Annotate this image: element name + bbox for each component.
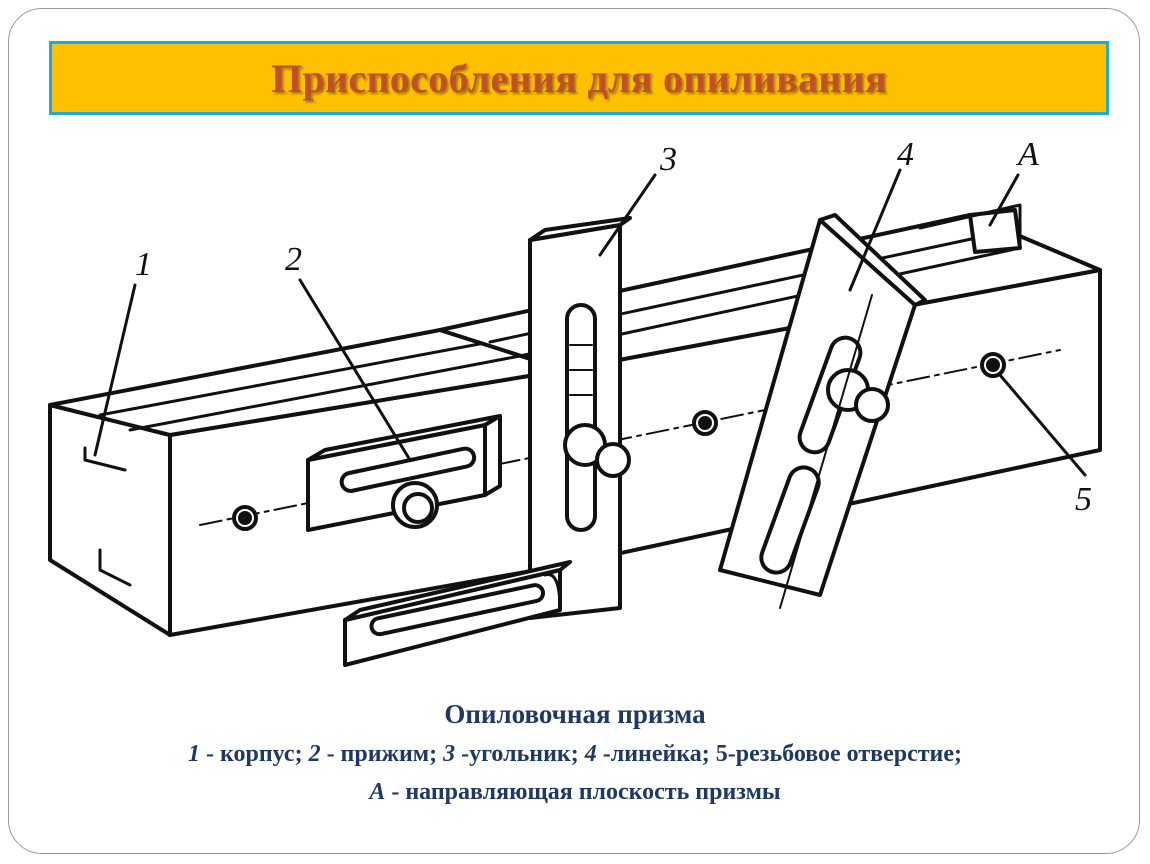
legend-text-3: -угольник;	[455, 741, 585, 767]
ruler	[718, 213, 927, 609]
legend-text-a: - направляющая плоскость призмы	[385, 779, 781, 805]
legend-letter-a: А	[369, 779, 386, 805]
square	[343, 216, 632, 667]
legend-text-4: -линейка; 5-резьбовое отверстие;	[596, 741, 963, 767]
legend-num-1: 1	[187, 741, 200, 767]
label-5: 5	[1075, 481, 1092, 518]
legend-num-4: 4	[584, 741, 597, 767]
clamp	[306, 414, 502, 532]
label-4: 4	[897, 136, 914, 173]
label-3: 3	[659, 141, 677, 178]
label-a: A	[1016, 136, 1039, 173]
title-banner: Приспособления для опиливания	[49, 41, 1109, 115]
caption-legend-line-1: 1 - корпус; 2 - прижим; 3 -угольник; 4 -…	[0, 741, 1150, 768]
label-1: 1	[135, 246, 152, 283]
threaded-holes	[232, 352, 1006, 531]
legend-text-1: - корпус;	[199, 741, 309, 767]
caption-heading: Опиловочная призма	[444, 699, 706, 729]
caption-legend-line-2: А - направляющая плоскость призмы	[0, 779, 1150, 806]
legend-num-2: 2	[308, 741, 321, 767]
legend-text-2: - прижим;	[320, 741, 444, 767]
label-2: 2	[285, 241, 302, 278]
diagram-svg: 1 2 3 4 A 5	[48, 136, 1102, 667]
legend-num-3: 3	[443, 741, 456, 767]
filing-prism-diagram: 1 2 3 4 A 5	[40, 130, 1120, 690]
slide-title: Приспособления для опиливания	[271, 55, 887, 101]
leader-lines	[93, 168, 1087, 477]
